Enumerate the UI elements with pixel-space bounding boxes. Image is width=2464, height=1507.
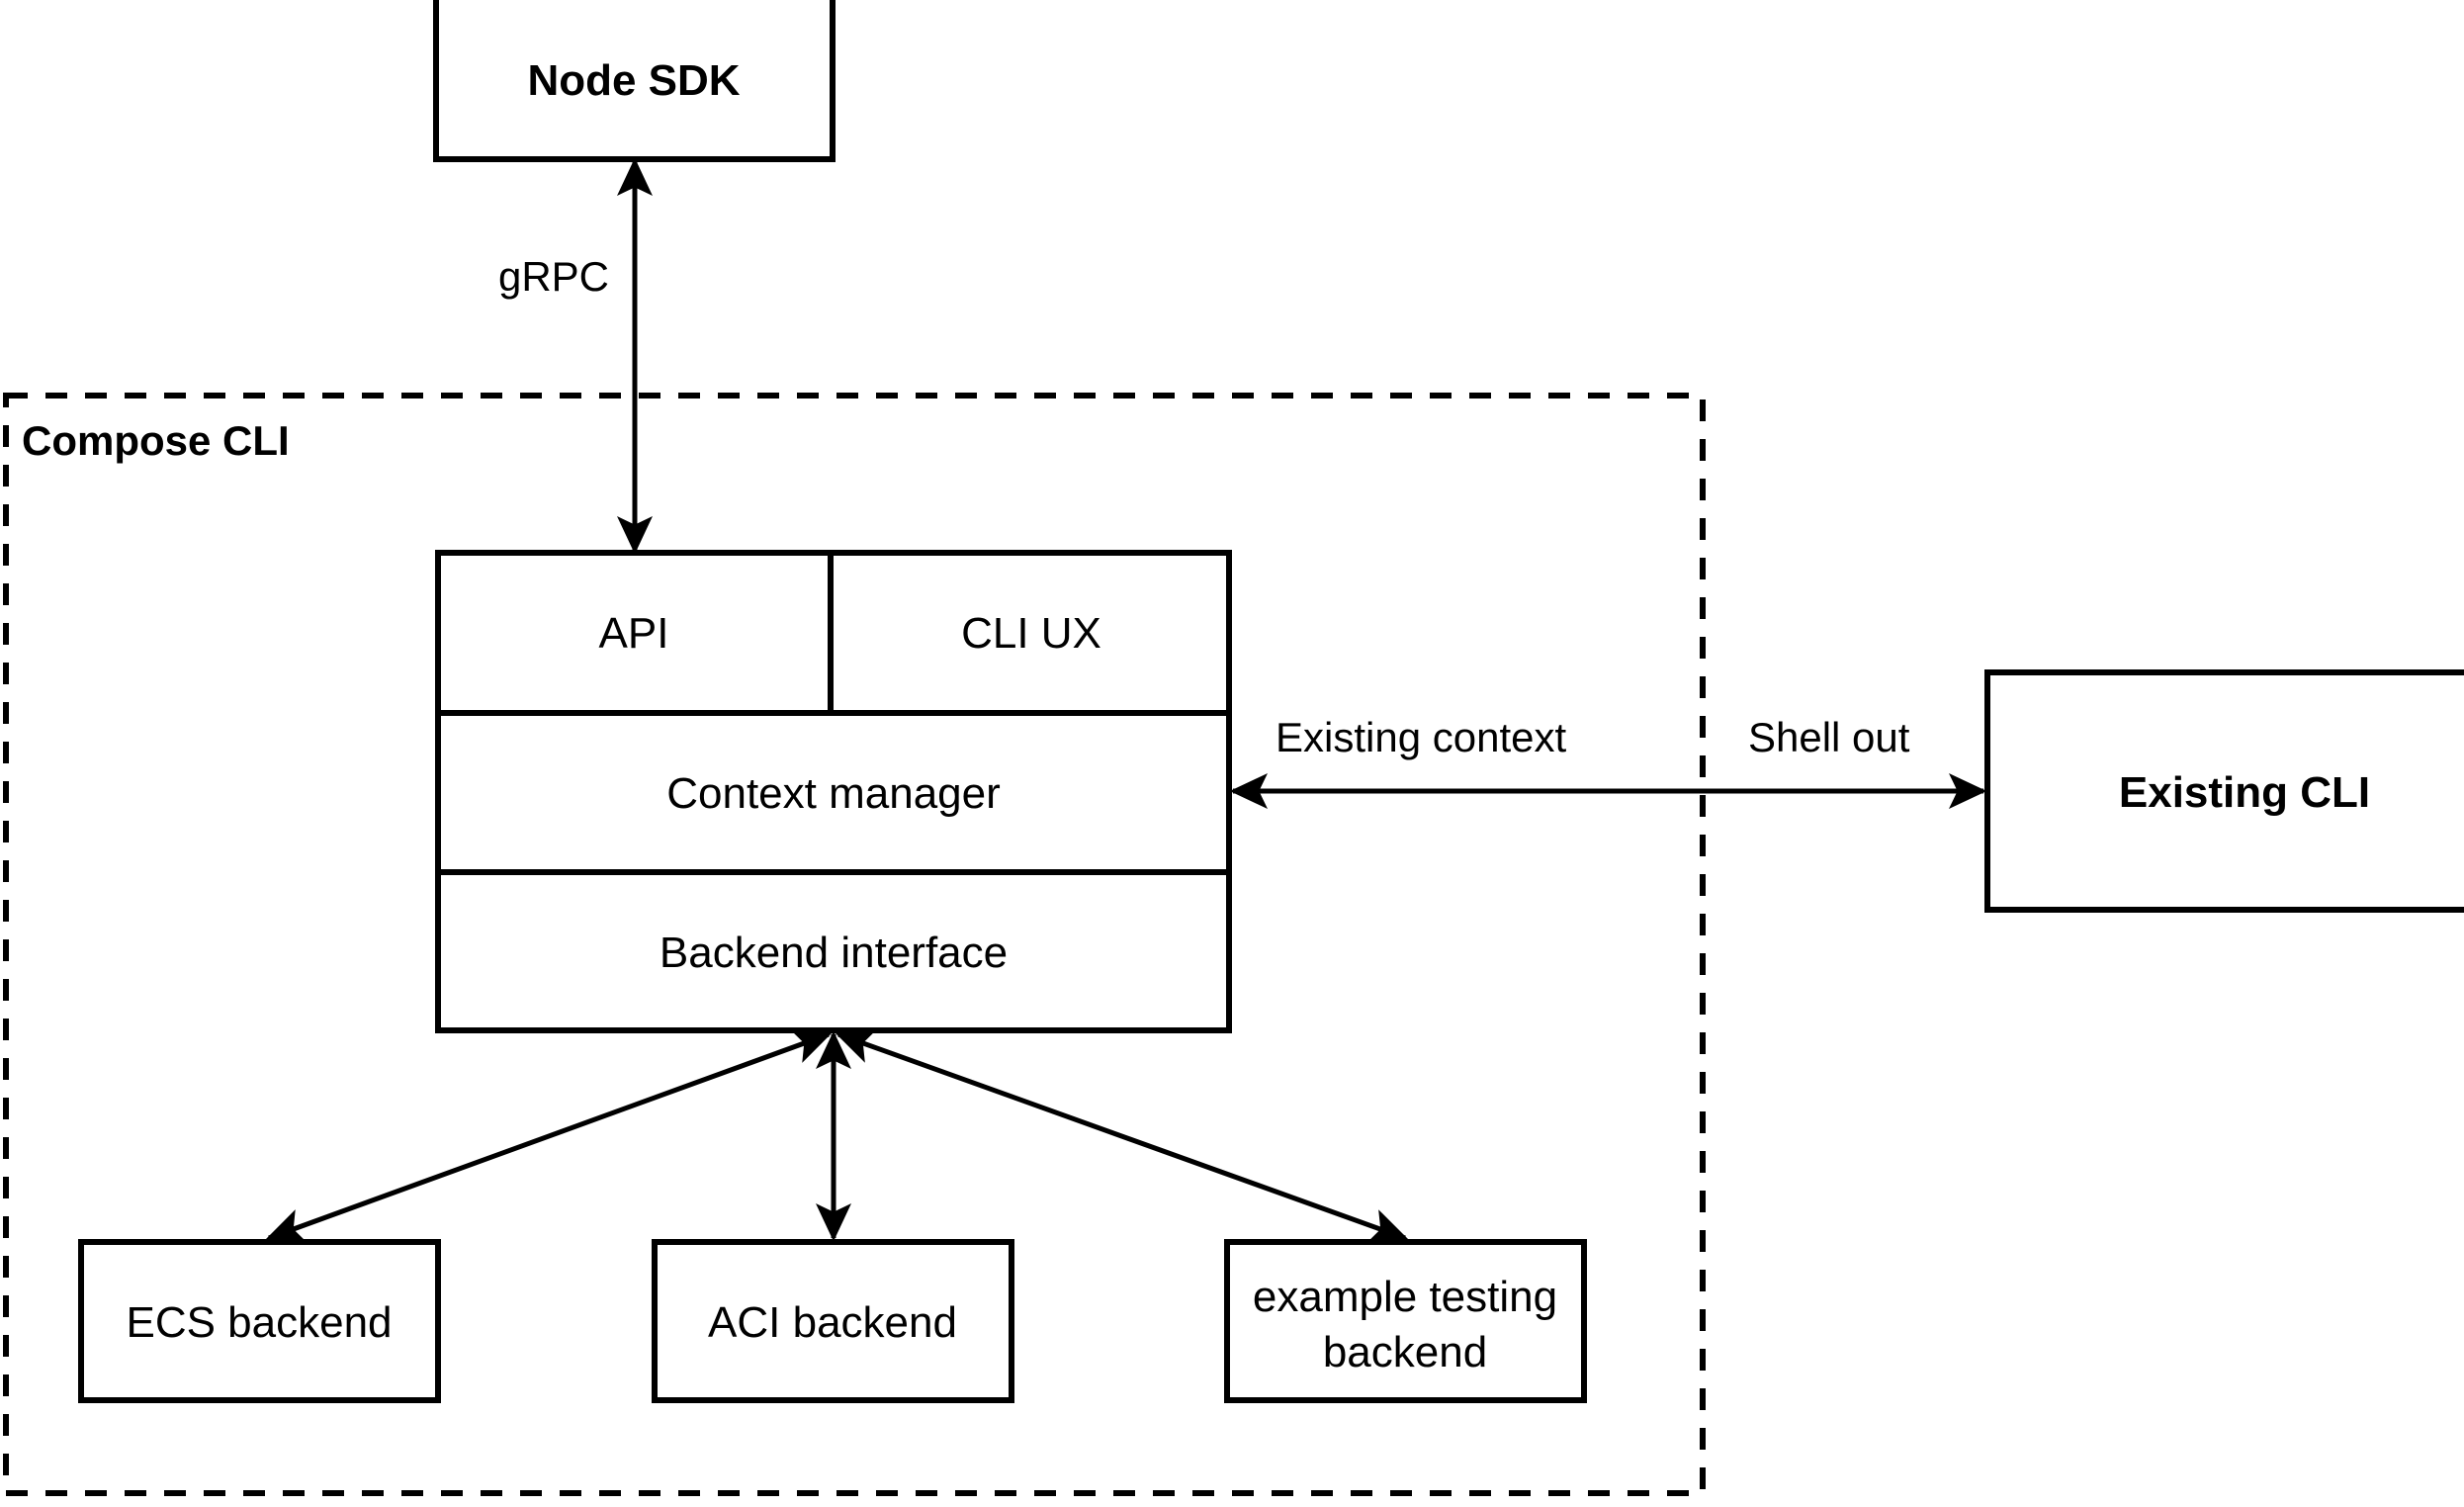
group-compose-cli: Compose CLI (3, 393, 1706, 1496)
api-label: API (599, 609, 669, 658)
aci-backend-label: ACI backend (708, 1298, 957, 1347)
node-sdk-rect[interactable] (433, 0, 836, 162)
compose-cli-group-border (3, 393, 1706, 1496)
existing-cli-rect[interactable] (1984, 669, 2464, 913)
grpc-edge-label: gRPC (498, 253, 609, 300)
existing-context-edge-label: Existing context (1276, 714, 1566, 760)
ecs-backend-box[interactable]: ECS backend (78, 1239, 441, 1403)
example-testing-backend-label-line2: backend (1323, 1328, 1487, 1376)
edge-backend-example (835, 1028, 1409, 1244)
aci-backend-rect[interactable] (652, 1239, 1014, 1403)
example-testing-backend-rect[interactable] (1224, 1239, 1587, 1403)
existing-cli-label: Existing CLI (2119, 768, 2370, 817)
ecs-arrow-line (265, 1029, 833, 1243)
compose-cli-group-label: Compose CLI (22, 417, 290, 464)
edge-backend-ecs (265, 1029, 833, 1243)
existing-cli-box[interactable]: Existing CLI (1984, 669, 2464, 913)
ecs-backend-rect[interactable] (78, 1239, 441, 1403)
cli-stack: API CLI UX Context manager Backend inter… (435, 550, 1232, 1033)
edge-grpc: gRPC (498, 157, 653, 555)
context-manager-label: Context manager (666, 769, 1001, 818)
backend-interface-label: Backend interface (660, 929, 1008, 977)
node-sdk-label: Node SDK (527, 56, 740, 105)
cli-ux-label: CLI UX (961, 609, 1101, 658)
node-sdk-box[interactable]: Node SDK (433, 0, 836, 162)
example-backend-arrow-line (835, 1028, 1409, 1244)
edge-context-shellout: Existing context Shell out (1229, 714, 1987, 809)
shell-out-edge-label: Shell out (1748, 714, 1910, 760)
ecs-backend-label: ECS backend (126, 1298, 392, 1347)
example-testing-backend-box[interactable]: example testing backend (1224, 1239, 1587, 1403)
aci-backend-box[interactable]: ACI backend (652, 1239, 1014, 1403)
example-testing-backend-label-line1: example testing (1253, 1273, 1557, 1321)
